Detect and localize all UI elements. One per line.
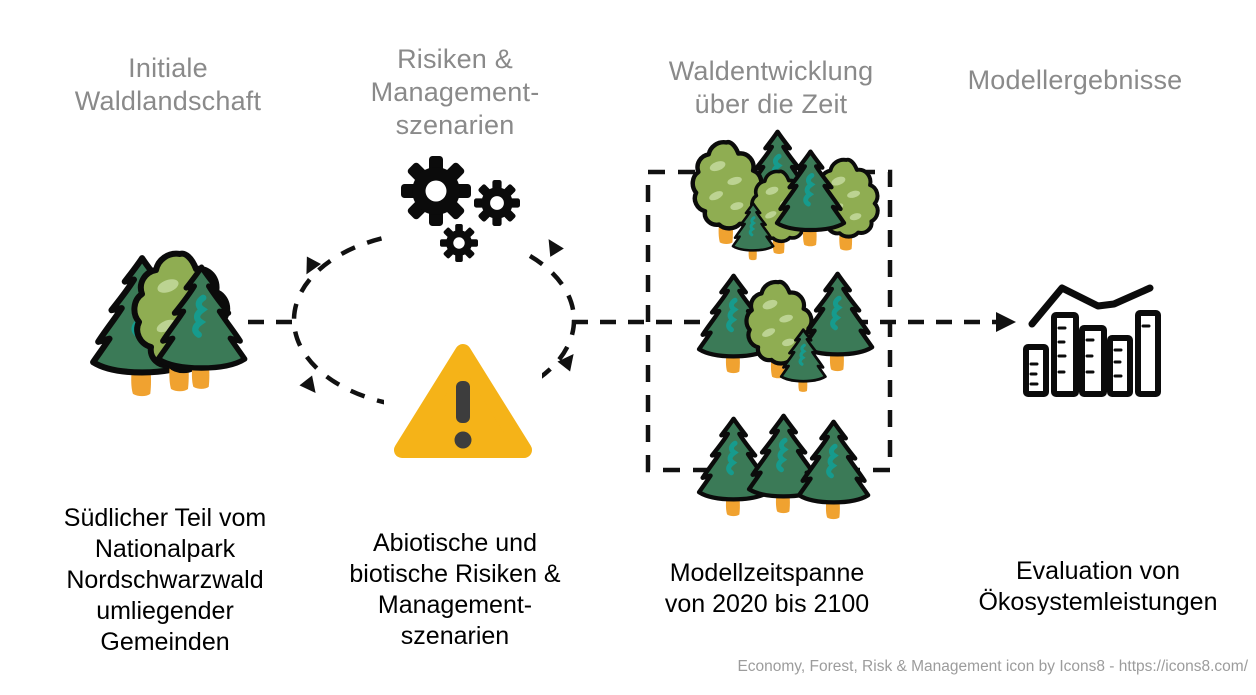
column-header-model-results: Modellergebnisse	[967, 65, 1183, 95]
forest-icon	[93, 254, 245, 396]
column-header-risk-management: Risiken & Management- szenarien	[370, 44, 540, 140]
forest-stand-top	[693, 132, 880, 262]
caption-model-results: Evaluation von Ökosystemleistungen	[978, 557, 1218, 616]
warning-triangle-icon	[394, 344, 532, 458]
column-header-initial-forest: Initiale Waldlandschaft	[74, 53, 262, 116]
column-header-forest-development: Waldentwicklung über die Zeit	[668, 56, 874, 119]
forest-stand-middle	[699, 274, 872, 394]
arrowhead-icon	[996, 312, 1016, 332]
caption-risk-management: Abiotische und biotische Risiken & Manag…	[349, 529, 561, 650]
icons8-attribution: Economy, Forest, Risk & Management icon …	[737, 658, 1248, 675]
bar-chart-icon	[1023, 284, 1161, 397]
forest-stand-bottom	[699, 416, 868, 519]
caption-forest-development: Modellzeitspanne von 2020 bis 2100	[664, 559, 870, 618]
caption-initial-forest: Südlicher Teil vom Nationalpark Nordschw…	[63, 504, 267, 656]
